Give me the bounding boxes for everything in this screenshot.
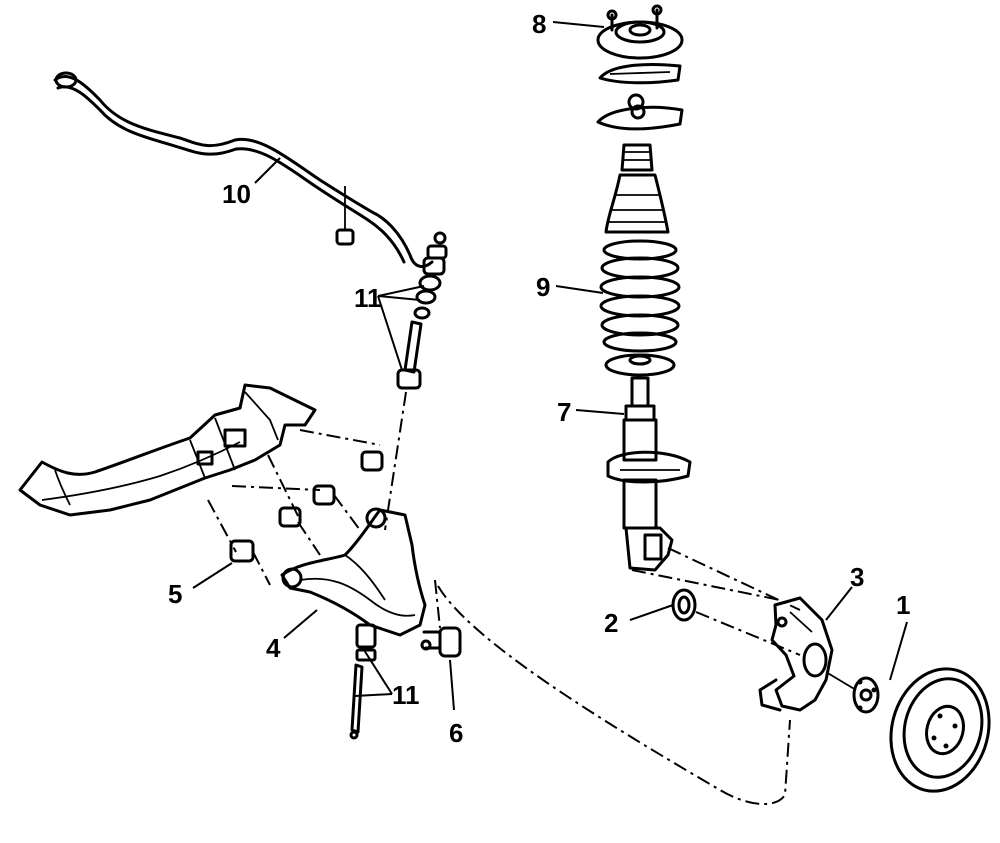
callout-2: 2: [604, 608, 618, 638]
brake-rotor: [889, 667, 991, 793]
lower-bolt-bushings: [349, 623, 377, 740]
stabilizer-bar: [53, 71, 434, 268]
callout-1: 1: [896, 590, 910, 620]
callout-11-upper: 11: [354, 283, 382, 313]
stabilizer-link: [384, 231, 448, 531]
callout-3: 3: [850, 562, 864, 592]
bushing: [671, 588, 801, 656]
callout-8: 8: [532, 9, 546, 39]
crossmember: [18, 383, 317, 517]
leader-lines: [192, 21, 908, 711]
dust-boot: [604, 143, 670, 234]
callout-9: 9: [536, 272, 550, 302]
hub-bearing: [825, 671, 880, 714]
steering-knuckle: [758, 596, 834, 712]
callout-11-lower: 11: [392, 680, 420, 710]
strut: [606, 376, 801, 611]
upper-spring-seat: [596, 63, 684, 131]
callout-10: 10: [222, 179, 251, 209]
coil-spring: [599, 239, 681, 377]
callout-7: 7: [557, 397, 571, 427]
lower-control-arm: [280, 507, 427, 637]
callout-5: 5: [168, 579, 182, 609]
strut-mount: [596, 4, 684, 60]
callout-6: 6: [449, 718, 463, 748]
ball-joint: [420, 579, 791, 806]
callout-4: 4: [266, 633, 281, 663]
control-arm-bushings: [207, 429, 384, 586]
